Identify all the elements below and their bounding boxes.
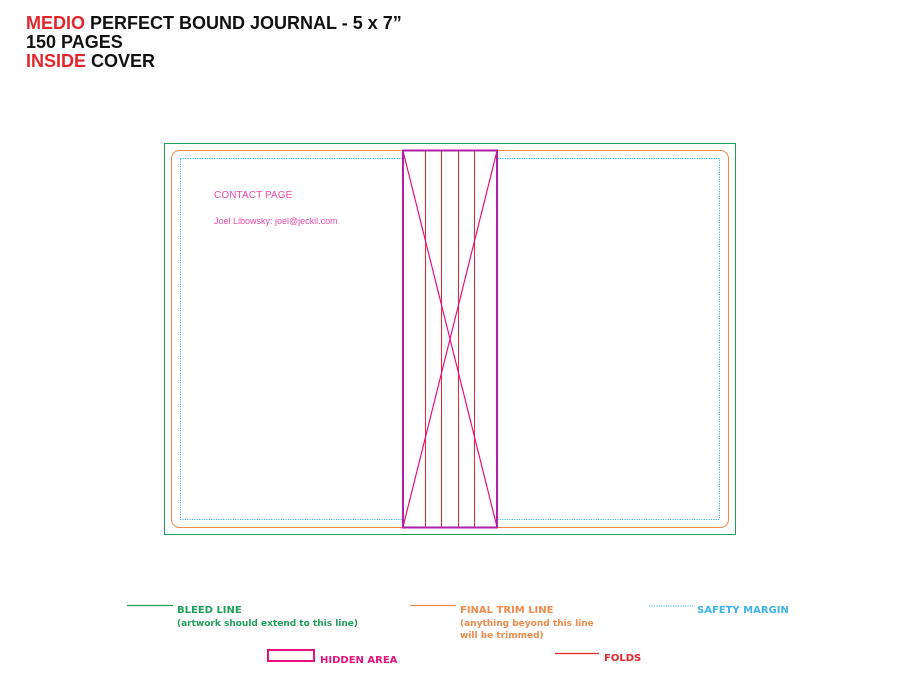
safety-margin-right [497, 158, 720, 520]
legend-trim-label: FINAL TRIM LINE [460, 605, 554, 616]
legend-bleed-label: BLEED LINE [177, 605, 242, 616]
title-line: MEDIO PERFECT BOUND JOURNAL - 5 x 7” [26, 14, 402, 33]
legend-trim: FINAL TRIM LINE (anything beyond this li… [460, 600, 594, 642]
contact-details: Joel Libowsky: joel@jeckil.com [214, 216, 338, 226]
legend-folds: FOLDS [604, 648, 641, 666]
legend-safety-label: SAFETY MARGIN [697, 605, 789, 616]
subtitle-text: COVER [86, 51, 156, 71]
hidden-cross-2 [402, 150, 498, 528]
legend-hidden-label: HIDDEN AREA [320, 655, 398, 666]
pages-line: 150 PAGES [26, 32, 123, 52]
legend-folds-label: FOLDS [604, 653, 642, 664]
title-text: PERFECT BOUND JOURNAL - 5 x 7” [85, 13, 402, 33]
safety-margin-left [180, 158, 404, 520]
subtitle-accent: INSIDE [26, 51, 87, 71]
legend-bleed-note: (artwork should extend to this line) [177, 619, 358, 629]
bleed-line [164, 143, 736, 535]
title-accent: MEDIO [26, 13, 86, 33]
legend-trim-note-1: (anything beyond this line [460, 619, 594, 629]
subtitle-line: INSIDE COVER [26, 52, 402, 71]
legend-safety: SAFETY MARGIN [697, 600, 789, 618]
hidden-area [402, 149, 498, 529]
legend-trim-note-2: will be trimmed) [460, 631, 544, 641]
legend-bleed: BLEED LINE (artwork should extend to thi… [177, 600, 358, 630]
legend-hidden-swatch [267, 649, 315, 662]
contact-page-title: CONTACT PAGE [214, 190, 293, 201]
legend-hidden: HIDDEN AREA [320, 650, 397, 668]
document-header: MEDIO PERFECT BOUND JOURNAL - 5 x 7” 150… [26, 14, 402, 71]
